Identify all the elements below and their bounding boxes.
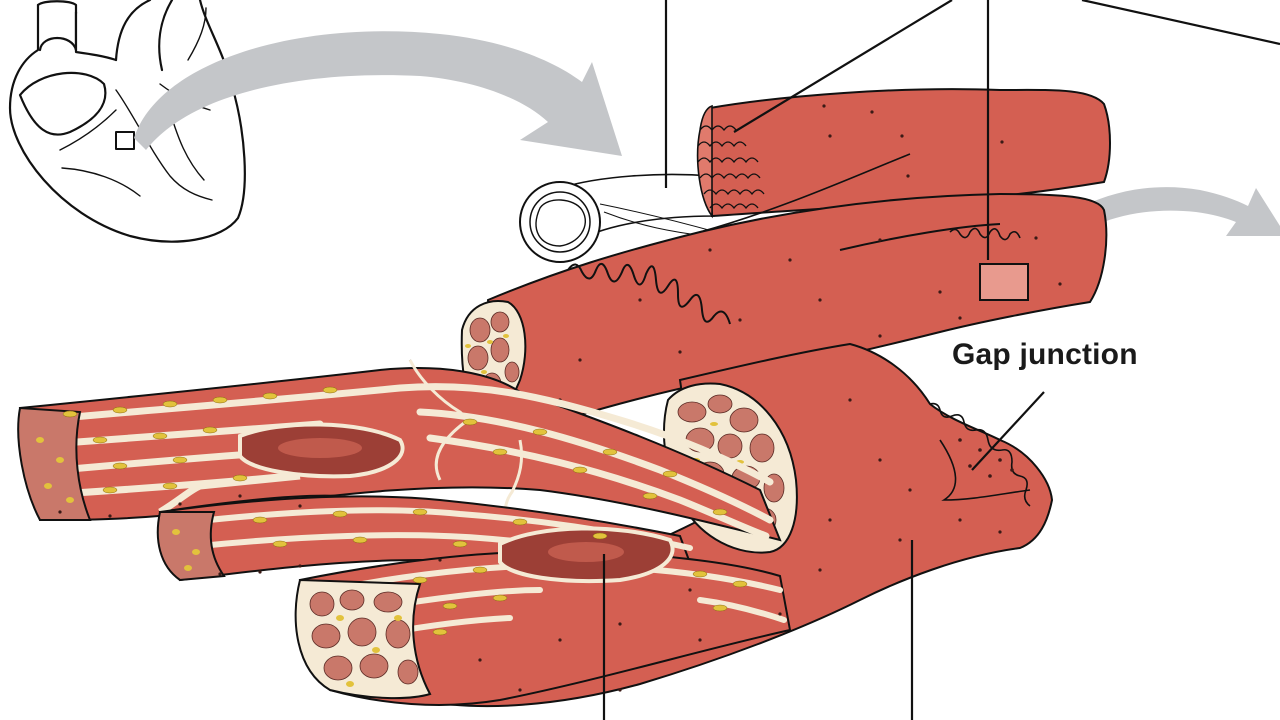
gap-junction-label: Gap junction	[952, 338, 1138, 371]
arrow-icon	[134, 31, 622, 156]
heart-outline-icon	[8, 0, 246, 243]
upper-fiber	[460, 88, 1111, 442]
leader-lines	[602, 0, 1280, 720]
lower-fibers	[17, 342, 1054, 708]
